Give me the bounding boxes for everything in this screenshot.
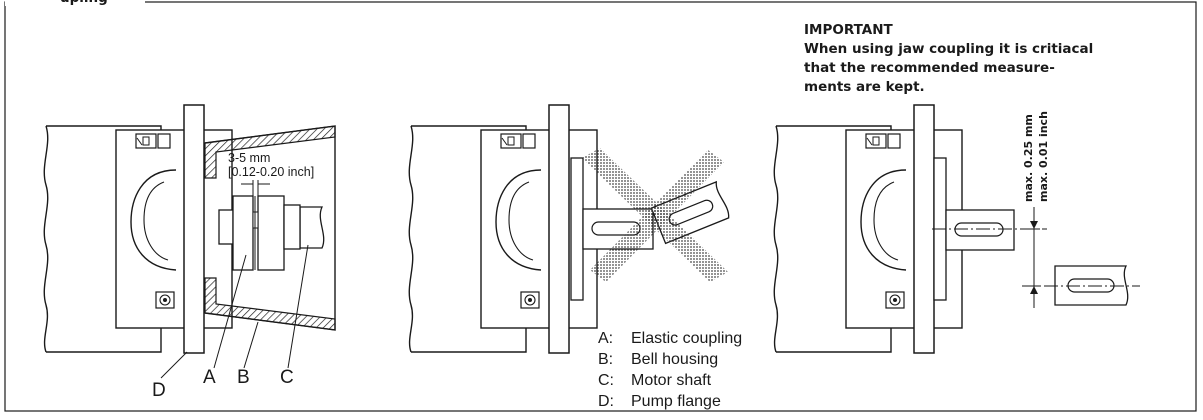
legend-text-c: Motor shaft — [631, 372, 712, 389]
legend-text-a: Elastic coupling — [631, 330, 742, 347]
legend-text-d: Pump flange — [631, 393, 721, 410]
motor-shaft-3 — [1054, 265, 1129, 306]
cross-out-mark — [582, 148, 728, 282]
tolerance-mm-label: max. 0.25 mm — [1022, 114, 1035, 202]
tolerance-inch-label: max. 0.01 inch — [1037, 111, 1050, 202]
figure-frame — [4, 1, 1197, 412]
legend-text-b: Bell housing — [631, 351, 718, 368]
figure-3-alignment-tolerance: max. 0.25 mm max. 0.01 inch — [773, 104, 1140, 354]
gap-inch-label: [0.12-0.20 inch] — [228, 165, 314, 179]
pump-shaft-3 — [945, 209, 1015, 251]
bell-housing — [204, 125, 336, 331]
pump-body-2 — [408, 104, 598, 354]
legend-key-d: D: — [598, 393, 614, 410]
important-line-3: ments are kept. — [804, 79, 925, 95]
label-b: B — [237, 367, 250, 388]
label-d: D — [152, 380, 166, 401]
pump-body-1 — [43, 104, 233, 354]
label-a: A — [203, 367, 216, 388]
important-line-1: When using jaw coupling it is critiacal — [804, 41, 1093, 57]
important-heading: IMPORTANT — [804, 22, 894, 38]
legend-key-c: C: — [598, 372, 614, 389]
gap-mm-label: 3-5 mm — [228, 151, 270, 165]
elastic-coupling — [218, 195, 301, 271]
header-title-fragment: upling — [60, 0, 108, 6]
important-line-2: that the recommended measure- — [804, 60, 1055, 76]
legend-key-b: B: — [598, 351, 613, 368]
important-note: IMPORTANT When using jaw coupling it is … — [804, 22, 1093, 95]
label-c: C — [280, 367, 294, 388]
figure-2-misalignment-wrong — [408, 104, 730, 354]
legend-key-a: A: — [598, 330, 613, 347]
motor-shaft — [299, 206, 325, 249]
figure-1-coupling-gap: 3-5 mm [0.12-0.20 inch] A B C D — [43, 104, 336, 401]
legend: A: Elastic coupling B: Bell housing C: M… — [598, 330, 742, 410]
